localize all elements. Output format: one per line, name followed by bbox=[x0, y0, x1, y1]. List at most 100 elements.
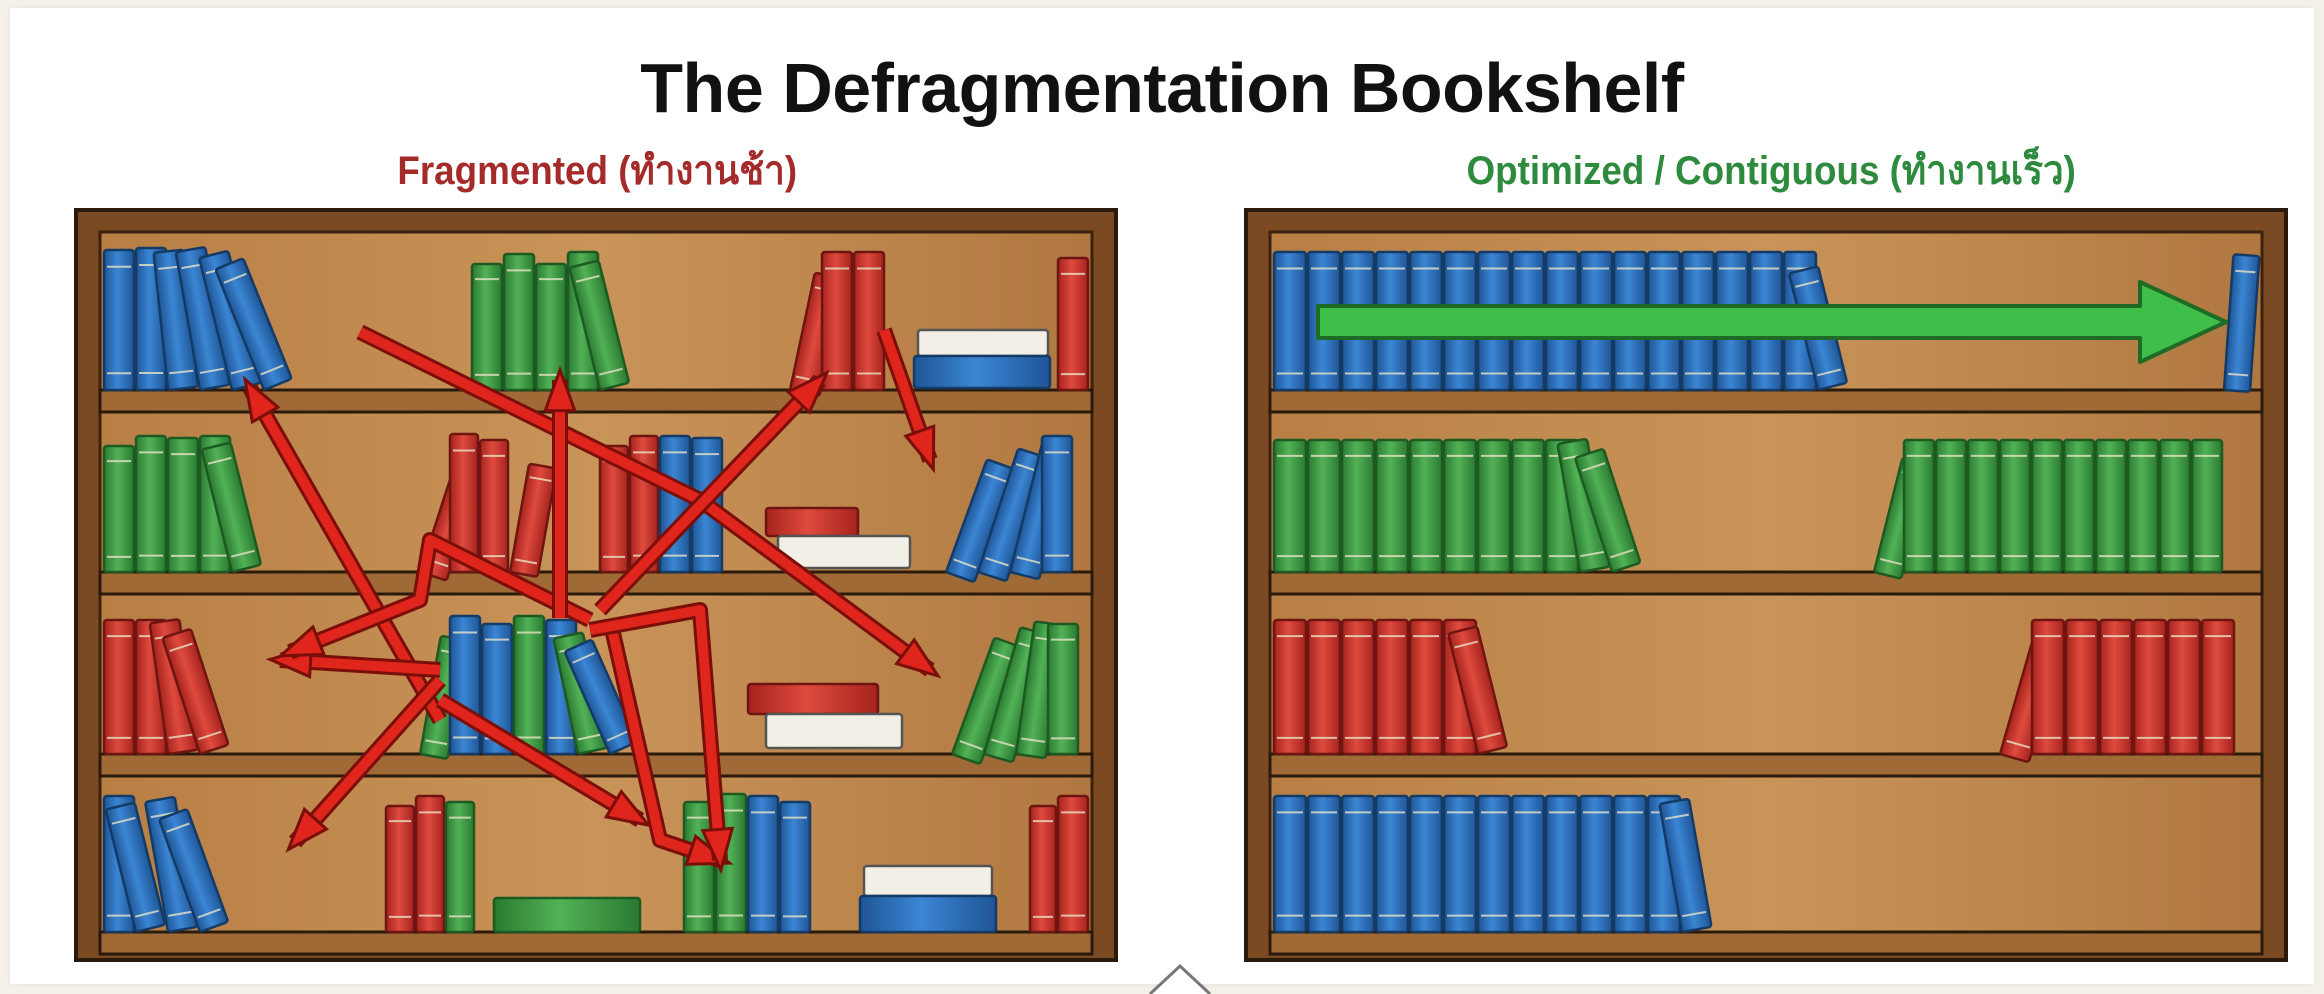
book bbox=[1340, 618, 1376, 756]
red-arrow-icon bbox=[602, 618, 734, 868]
book bbox=[502, 252, 536, 392]
book bbox=[1442, 794, 1478, 934]
book-lying-flat bbox=[858, 894, 998, 934]
book bbox=[820, 250, 854, 392]
red-arrow-icon bbox=[588, 602, 735, 875]
book bbox=[1028, 804, 1058, 934]
book bbox=[1408, 438, 1444, 574]
book bbox=[384, 804, 416, 934]
book bbox=[1510, 438, 1546, 574]
book bbox=[200, 441, 262, 573]
book bbox=[1046, 622, 1080, 756]
book bbox=[1544, 794, 1580, 934]
book bbox=[470, 262, 504, 392]
book bbox=[945, 458, 1016, 583]
fragmented-bookshelf bbox=[74, 208, 1118, 962]
book bbox=[2064, 618, 2100, 756]
page-title: The Defragmentation Bookshelf bbox=[640, 49, 1684, 127]
book bbox=[509, 462, 558, 578]
book bbox=[1374, 794, 1410, 934]
book bbox=[1510, 794, 1546, 934]
book bbox=[2030, 618, 2066, 756]
book bbox=[1340, 438, 1376, 574]
book bbox=[1574, 448, 1642, 573]
book bbox=[746, 794, 780, 934]
book bbox=[1442, 438, 1478, 574]
book bbox=[2030, 438, 2064, 574]
book bbox=[166, 436, 200, 574]
book bbox=[1040, 434, 1074, 574]
book-lying-flat bbox=[764, 712, 904, 750]
book bbox=[1447, 625, 1508, 755]
book bbox=[1272, 250, 1308, 392]
shelf-board bbox=[1268, 570, 2264, 596]
book-lying-flat bbox=[862, 864, 994, 898]
contiguous-books bbox=[1272, 250, 2261, 934]
book bbox=[1272, 794, 1308, 934]
book bbox=[414, 794, 446, 934]
book bbox=[161, 628, 230, 755]
book bbox=[102, 444, 136, 574]
shelf-board bbox=[1268, 930, 2264, 956]
book-lying-flat bbox=[912, 354, 1052, 390]
book bbox=[1612, 794, 1648, 934]
book bbox=[1998, 438, 2032, 574]
book bbox=[1966, 438, 2000, 574]
red-arrow-icon bbox=[876, 327, 938, 474]
book bbox=[534, 262, 568, 392]
book bbox=[564, 639, 638, 755]
book bbox=[2062, 438, 2096, 574]
red-arrow-icon bbox=[594, 369, 830, 616]
green-right-arrow-icon bbox=[1316, 280, 2228, 364]
book bbox=[2126, 438, 2160, 574]
book-lying-flat bbox=[916, 328, 1050, 358]
book bbox=[1272, 438, 1308, 574]
triangle-pointer-icon bbox=[1148, 963, 1212, 994]
book bbox=[102, 618, 136, 756]
book bbox=[1934, 438, 1968, 574]
book bbox=[1306, 794, 1342, 934]
book bbox=[2098, 618, 2134, 756]
shelf-board bbox=[1268, 752, 2264, 778]
shelf-board bbox=[1268, 388, 2264, 414]
shelf-board bbox=[98, 570, 1094, 596]
book bbox=[512, 614, 546, 756]
book bbox=[1374, 618, 1410, 756]
book bbox=[1056, 256, 1090, 392]
book bbox=[448, 614, 482, 756]
book bbox=[2094, 438, 2128, 574]
book bbox=[1408, 618, 1444, 756]
book bbox=[104, 801, 166, 933]
book bbox=[214, 257, 293, 391]
book bbox=[444, 800, 476, 934]
red-scatter-arrows bbox=[242, 324, 942, 875]
book bbox=[1476, 438, 1512, 574]
book bbox=[102, 248, 136, 392]
red-arrow-icon bbox=[276, 532, 594, 660]
red-arrow-icon bbox=[543, 365, 577, 618]
book bbox=[568, 259, 630, 391]
book bbox=[2132, 618, 2168, 756]
optimized-bookshelf bbox=[1244, 208, 2288, 962]
red-arrow-icon bbox=[435, 693, 653, 828]
shelf-board bbox=[98, 752, 1094, 778]
book-lying-flat bbox=[492, 896, 642, 934]
book bbox=[1476, 794, 1512, 934]
book-lying-flat bbox=[746, 682, 880, 716]
book bbox=[2222, 253, 2261, 393]
book bbox=[1658, 797, 1713, 933]
book bbox=[1306, 618, 1342, 756]
optimized-panel-label: Optimized / Contiguous (ทำงานเร็ว) bbox=[1466, 149, 2076, 193]
shelf-board bbox=[98, 930, 1094, 956]
book bbox=[1306, 438, 1342, 574]
book bbox=[134, 434, 168, 574]
book bbox=[1374, 438, 1410, 574]
book bbox=[778, 800, 812, 934]
book bbox=[1056, 794, 1090, 934]
book bbox=[2158, 438, 2192, 574]
book bbox=[1272, 618, 1308, 756]
red-arrow-icon bbox=[285, 674, 446, 853]
book bbox=[1902, 438, 1936, 574]
fragmented-panel-label: Fragmented (ทำงานช้า) bbox=[397, 149, 798, 193]
